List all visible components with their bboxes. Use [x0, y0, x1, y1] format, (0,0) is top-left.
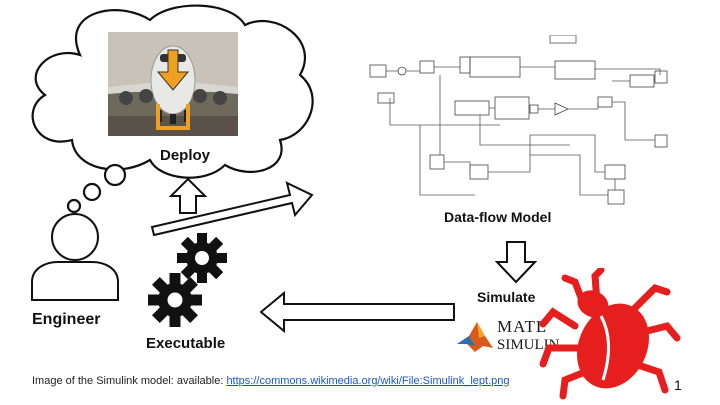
simulink-model [369, 35, 668, 205]
executable-label: Executable [146, 335, 226, 352]
image-caption: Image of the Simulink model: available: … [32, 375, 510, 387]
matlab-logo-icon [457, 322, 493, 352]
airplane-photo [108, 32, 238, 136]
logo-line-1: MATL [497, 317, 548, 336]
deploy-label: Deploy [160, 147, 211, 164]
simulate-label: Simulate [477, 289, 536, 305]
left-arrow [259, 290, 455, 334]
up-arrow [168, 177, 208, 214]
dataflow-model-label: Data-flow Model [444, 209, 552, 225]
person-icon [31, 213, 119, 301]
logo-line-2: SIMULIN [497, 337, 560, 353]
gear-icon [148, 273, 202, 327]
slide-number: 1 [674, 377, 682, 393]
caption-prefix: Image of the Simulink model: available: [32, 375, 227, 387]
bug-icon [539, 268, 681, 400]
engineer-label: Engineer [32, 311, 101, 328]
caption-link[interactable]: https://commons.wikimedia.org/wiki/File:… [226, 375, 510, 387]
simulink-logo: MATL SIMULIN [497, 318, 560, 354]
down-arrow [495, 241, 537, 284]
diagonal-arrow [150, 181, 314, 237]
gear-icon [177, 233, 227, 283]
